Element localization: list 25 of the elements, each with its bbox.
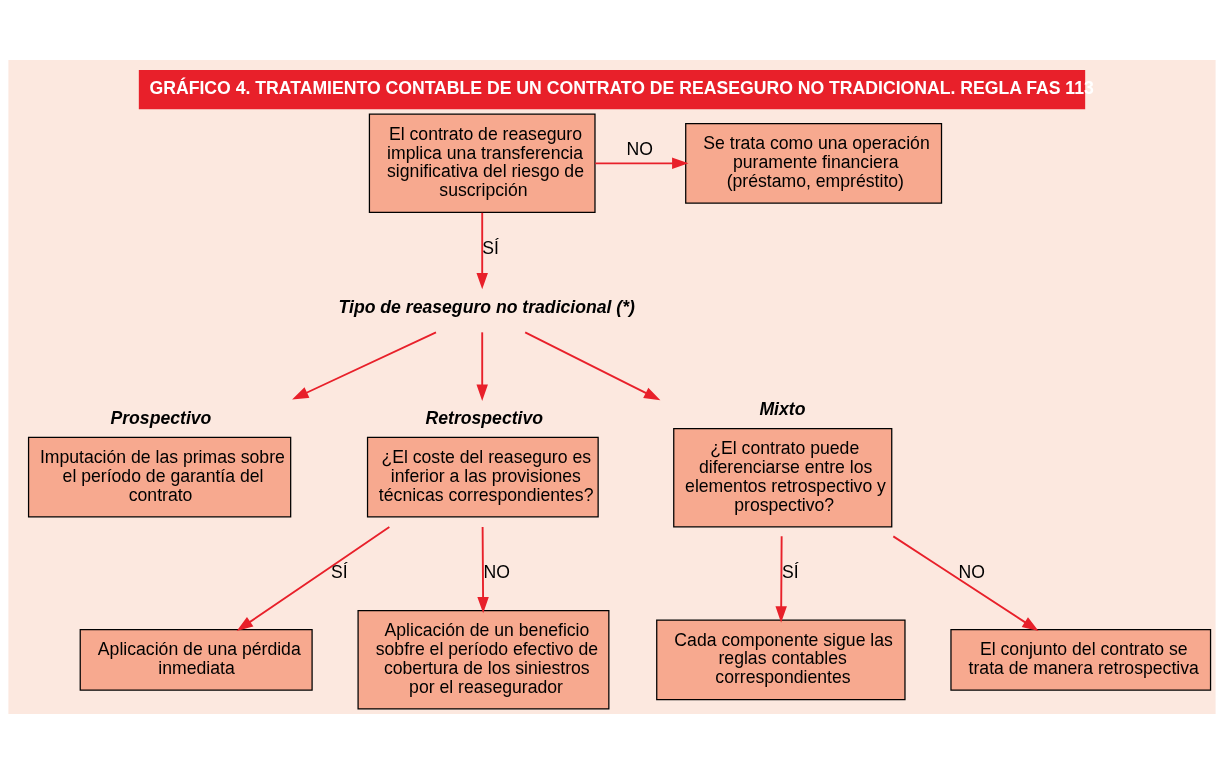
edge-label: SÍ [482,238,499,259]
arrow [292,331,437,400]
arrow [236,526,391,631]
edge-label: SÍ [782,562,799,583]
arrow [524,331,661,401]
arrow [594,157,689,170]
node-label: Prospectivo [110,407,212,428]
arrow [892,535,1039,632]
edge-label: NO [626,138,653,159]
node-text: Tipo de reaseguro no tradicional (*) [338,296,635,317]
node-box: El conjunto del contrato se trata de manera retrospectiva [950,628,1212,691]
node-box: Aplicación de una pérdida inmediata [79,628,313,691]
node-label: Mixto [759,398,806,419]
edge-label: SÍ [330,562,348,583]
node-box: Aplicación de un beneficio sobfre el período efectivo de cobertura de los siniestros por el reasegurador [357,610,610,710]
arrow [477,526,489,614]
node-box: Cada componente sigue las reglas contables correspondientes [656,619,906,701]
node-box: El contrato de reaseguro implica una transferencia significativa del riesgo de suscripción [368,113,596,214]
edge-label: NO [483,562,510,583]
arrow [775,535,787,623]
node-label: Retrospectivo [425,407,544,428]
arrow [476,211,488,290]
edge-label: NO [958,562,985,583]
arrow [476,331,488,401]
node-box: Se trata como una operación puramente financiera (préstamo, empréstito) [685,123,943,204]
